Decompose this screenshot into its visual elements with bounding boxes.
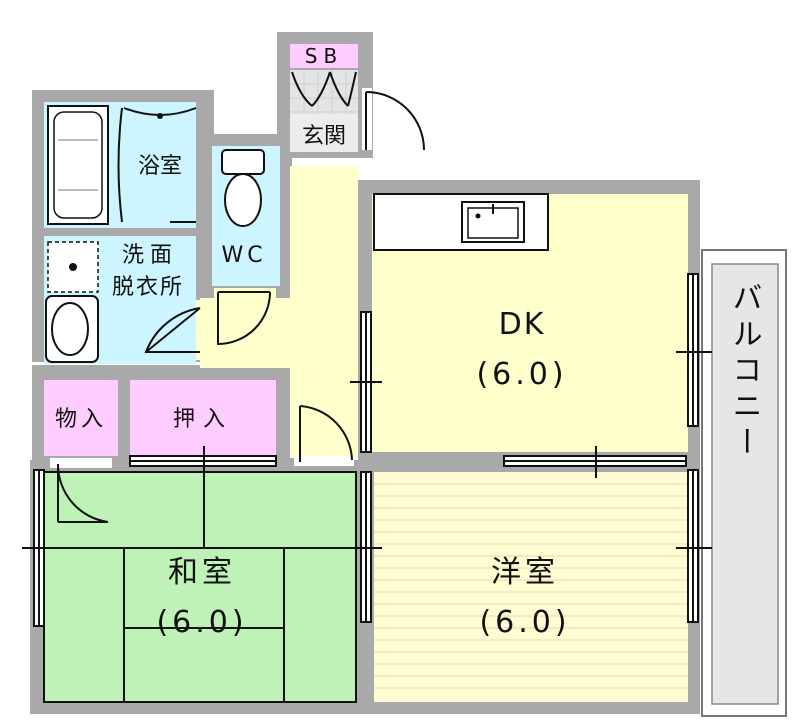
flooring-lines [374,483,688,689]
wc-door[interactable] [214,288,276,346]
washitsu-size: (6.0) [156,605,247,640]
storage-door[interactable] [50,458,112,523]
closet-label: 押入 [173,407,233,432]
hallway-floor [200,166,358,458]
bath-wall-curve [117,107,123,223]
tatami-mats [43,471,357,703]
washroom-door[interactable] [144,300,206,360]
bath-label: 浴室 [138,154,182,179]
washitsu-door[interactable] [294,405,354,466]
entrance-door[interactable] [362,88,425,151]
washroom-label-line2: 脱衣所 [112,275,184,300]
shoe-box-doors [291,71,357,107]
bathtub-icon [47,105,109,225]
genkan-label: 玄関 [302,124,346,149]
wc-label: WC [221,243,266,268]
youshitsu-name: 洋室 [491,555,559,590]
washing-machine-icon [47,241,99,293]
storage-label: 物入 [55,407,107,432]
closet-floor [130,380,276,456]
washitsu-name: 和室 [168,555,236,590]
dk-size: (6.0) [476,357,567,392]
balcony-floor [711,263,779,705]
balcony-label: バルコニー [727,282,762,462]
toilet-icon [221,149,265,227]
washroom-label-line1: 洗面 [122,243,178,268]
sb-area [290,44,358,68]
sliding-doors[interactable] [22,273,712,627]
storage-floor [44,380,118,456]
kitchen-sink-icon [461,201,525,243]
kitchen-counter [373,193,549,251]
washbasin-icon [45,295,99,363]
dk-name: DK [499,307,546,342]
youshitsu-size: (6.0) [479,605,570,640]
sb-label: SB [305,44,343,68]
